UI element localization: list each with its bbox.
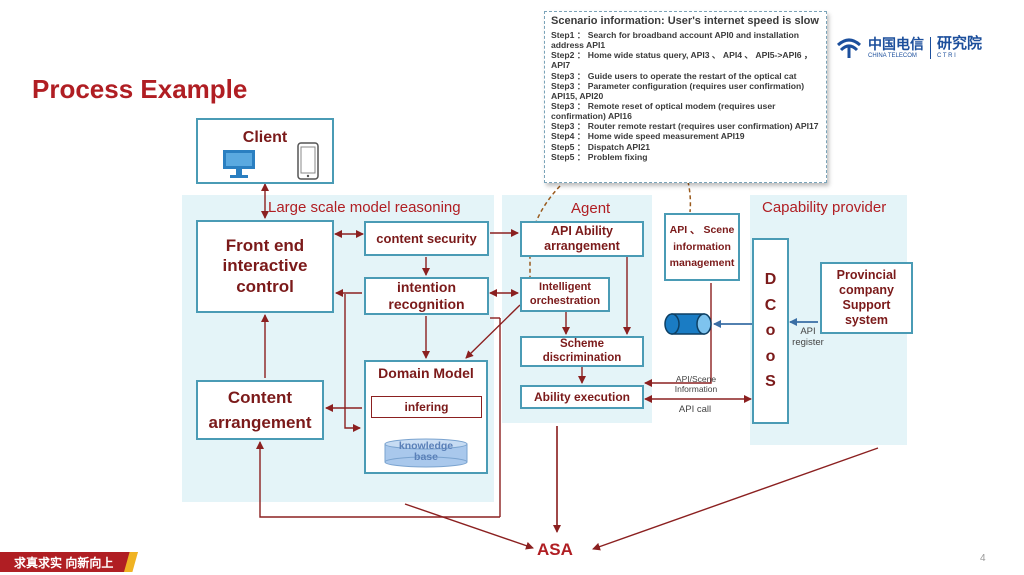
scenario-step: Step3 ： Remote reset of optical modem (r… <box>551 100 776 122</box>
content-security-label: content security <box>376 230 477 246</box>
scenario-step: Step3 ： Router remote restart (requires … <box>551 121 819 132</box>
scenario-step: Step1 ： Search for broadband account API… <box>551 29 799 51</box>
api-database-icon <box>664 313 712 335</box>
logo-institute-cn: 研究院 <box>937 35 983 52</box>
logo-brand-en: CHINA TELECOM <box>868 52 917 59</box>
dcoos-letter-d: D <box>764 271 777 289</box>
logo-institute-en: C T R I <box>937 53 956 59</box>
domain-model-label: Domain Model <box>378 365 474 381</box>
dcoos-letter-o1: o <box>765 322 776 340</box>
intelligent-orchestration-box: Intelligent orchestration <box>520 277 610 312</box>
api-call-label: API call <box>678 404 712 415</box>
china-telecom-emblem-icon <box>836 38 862 58</box>
provincial-support-box: Provincial company Support system <box>820 262 913 334</box>
scenario-callout: Scenario information: User's internet sp… <box>544 11 827 183</box>
dcoos-box: D C o o S <box>752 238 789 424</box>
dcoos-letter-o2: o <box>765 347 776 365</box>
scenario-step: Step3 ： Parameter configuration (require… <box>551 80 805 101</box>
client-label: Client <box>242 129 288 146</box>
section-label-capability: Capability provider <box>762 199 887 216</box>
page-number: 4 <box>980 553 986 564</box>
edge-bottom-loop <box>256 441 500 518</box>
dcoos-letter-s: S <box>765 373 776 391</box>
logo-brand-cn: 中国电信 <box>868 35 924 52</box>
section-label-reasoning: Large scale model reasoning <box>268 199 461 216</box>
front-end-label: Front end interactive control <box>222 235 308 296</box>
api-scene-information-label: API/Scene Information <box>674 374 718 394</box>
scenario-step: Step2 ： Home wide status query, API3 、 A… <box>551 50 813 71</box>
scheme-discrimination-label: Scheme discrimination <box>542 337 622 364</box>
footer-slogan: 求真求实 向新向上 <box>0 552 138 572</box>
api-ability-box: API Ability arrangement <box>520 221 644 257</box>
content-arrangement-box: Content arrangement <box>196 380 324 440</box>
edge-reasoning-asa <box>404 503 534 550</box>
ability-execution-label: Ability execution <box>533 389 631 404</box>
front-end-box: Front end interactive control <box>196 220 334 313</box>
page-title: Process Example <box>32 74 248 104</box>
ability-execution-box: Ability execution <box>520 385 644 409</box>
intention-recognition-box: intention recognition <box>364 277 489 315</box>
api-scene-management-box: API 、 Scene information management <box>664 213 740 281</box>
desktop-monitor-icon <box>223 150 255 178</box>
scenario-step: Step5 ： Problem fixing <box>551 151 648 162</box>
dcoos-letter-c: C <box>764 296 777 314</box>
provincial-support-label: Provincial company Support system <box>836 268 897 327</box>
scenario-step: Step4 ： Home wide speed measurement API1… <box>551 131 745 142</box>
intelligent-orchestration-label: Intelligent orchestration <box>529 281 601 307</box>
china-telecom-logo: 中国电信 CHINA TELECOM 研究院 C T R I <box>836 36 982 59</box>
edge-frontend-domain-loop <box>344 294 361 432</box>
section-label-agent: Agent <box>571 200 611 217</box>
content-security-box: content security <box>364 221 489 256</box>
smartphone-icon <box>297 142 319 180</box>
scenario-heading: Scenario information: User's internet sp… <box>551 15 819 27</box>
api-scene-management-label: API 、 Scene information management <box>669 223 735 270</box>
scheme-discrimination-box: Scheme discrimination <box>520 336 644 367</box>
edge-scene-exec <box>644 283 712 387</box>
content-arrangement-label: Content arrangement <box>208 387 312 433</box>
api-ability-label: API Ability arrangement <box>544 224 620 253</box>
api-register-label: API register <box>792 326 824 348</box>
scenario-step: Step5 ： Dispatch API21 <box>551 141 651 152</box>
intention-recognition-label: intention recognition <box>388 279 465 312</box>
edge-orch-domain <box>465 304 521 359</box>
edge-capability-asa <box>592 447 879 551</box>
knowledge-base-label: knowledge base <box>398 440 454 464</box>
knowledge-base-icon <box>384 438 468 468</box>
scenario-step: Step3 ： Guide users to operate the resta… <box>551 70 797 81</box>
infering-label: infering <box>404 400 449 414</box>
asa-label: ASA <box>537 540 573 559</box>
footer-slogan-text: 求真求实 向新向上 <box>14 555 114 570</box>
infering-box: infering <box>371 396 482 418</box>
